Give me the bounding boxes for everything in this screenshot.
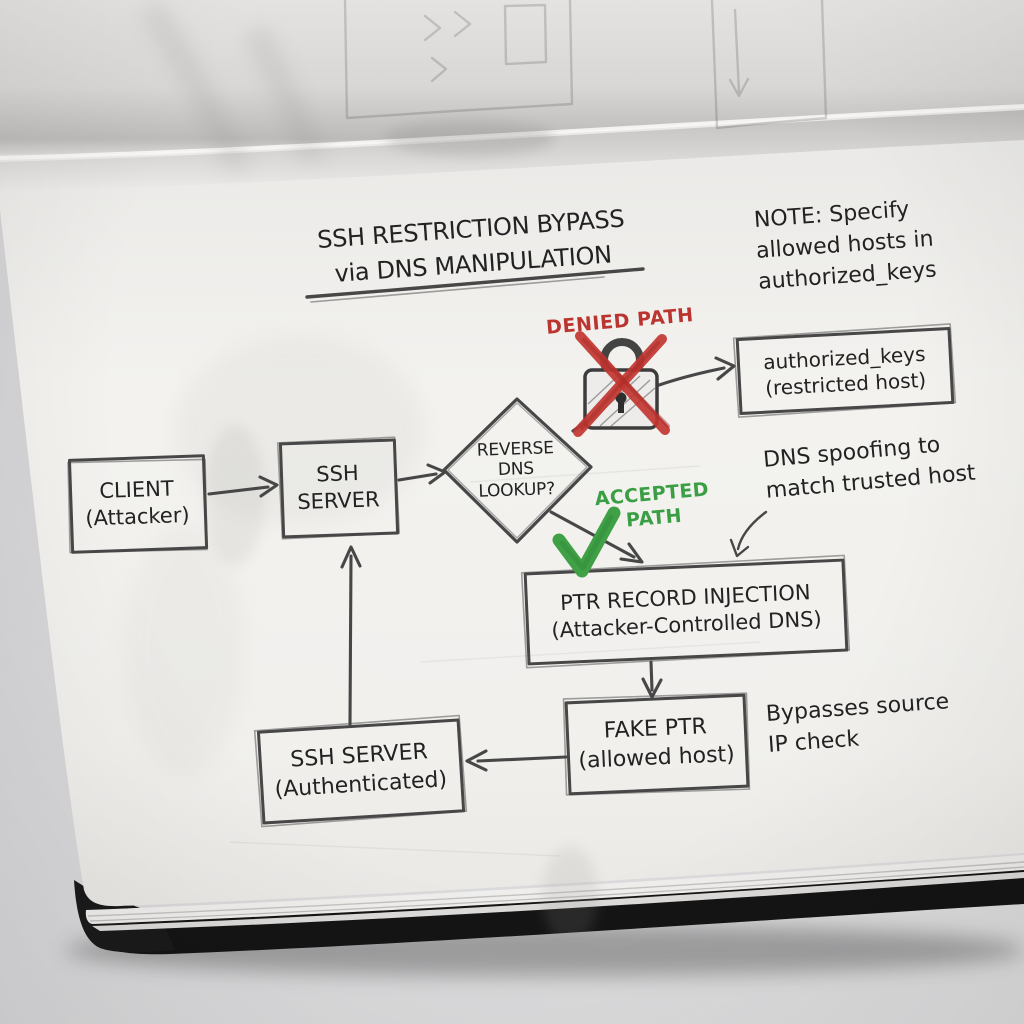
ssh-server-label: SSH SERVER [296,460,380,515]
accepted-path-label: ACCEPTED PATH [593,478,710,532]
ssh-auth-box [253,714,468,828]
main-page [0,106,1024,907]
annotation-arrow [729,510,768,558]
smudge-blob [385,120,555,156]
ssh-server-box [276,436,401,540]
authorized-keys-label: authorized_keys (restricted host) [762,341,927,401]
page-smudges [125,335,761,943]
ptr-injection-box [520,554,851,669]
ssh-auth-label: SSH SERVER (Authenticated) [273,739,448,803]
fake-ptr-label: FAKE PTR (allowed host) [577,714,736,774]
client-box [67,454,209,554]
ghost-sketches [343,0,828,130]
title-underline [305,267,645,303]
bypasses-annotation: Bypasses source IP check [765,689,950,758]
green-checkmark-icon [552,506,621,578]
reverse-dns-label: REVERSE DNS LOOKUP? [476,438,556,502]
reverse-dns-diamond [442,397,593,544]
note-annotation: NOTE: Specify allowed hosts in authorize… [753,197,938,295]
red-x-mark-icon [573,331,670,437]
client-label: CLIENT (Attacker) [84,476,190,531]
previous-page-curl [0,0,1024,192]
fake-ptr-box [562,692,751,796]
pencil-smudge-streaks [140,1,327,174]
authorized-keys-box [732,323,957,418]
